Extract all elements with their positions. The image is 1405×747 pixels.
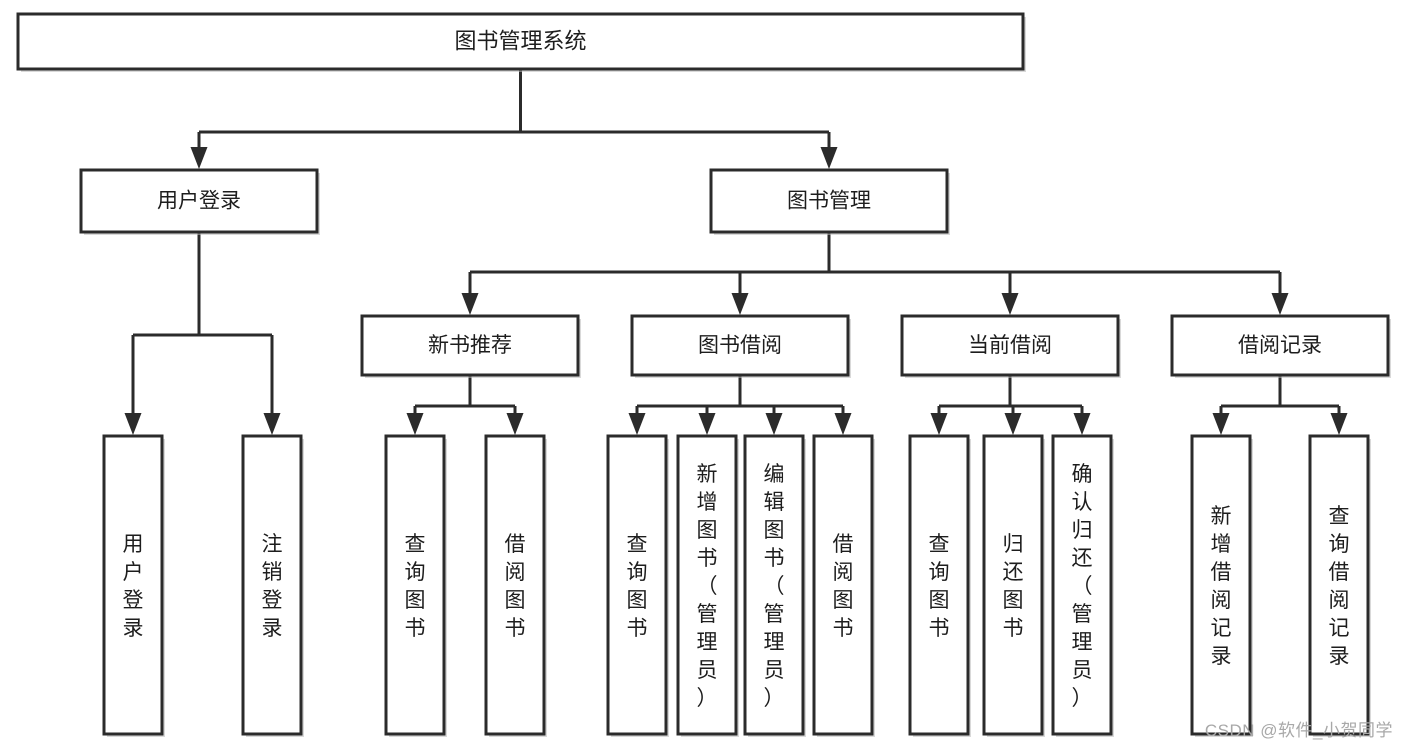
edge-group-borrow-record xyxy=(1212,375,1348,435)
node-label: 用户登录 xyxy=(123,533,144,640)
node-leaf-confirm-return[interactable]: 确认归还（管理员） xyxy=(1051,434,1114,737)
node-leaf-query-book-3[interactable]: 查询图书 xyxy=(908,434,971,737)
node-rect[interactable] xyxy=(384,434,446,736)
node-leaf-edit-book[interactable]: 编辑图书（管理员） xyxy=(743,434,806,737)
node-rect[interactable] xyxy=(16,12,1025,71)
node-label: 图书管理 xyxy=(787,190,871,213)
node-rect[interactable] xyxy=(606,434,668,736)
node-rect[interactable] xyxy=(241,434,303,736)
node-leaf-add-record[interactable]: 新增借阅记录 xyxy=(1190,434,1253,737)
node-rect[interactable] xyxy=(743,434,805,736)
node-book-manage[interactable]: 图书管理 xyxy=(709,168,950,235)
node-rect[interactable] xyxy=(484,434,546,736)
node-leaf-query-book-2[interactable]: 查询图书 xyxy=(606,434,669,737)
edge-group-root xyxy=(190,69,838,169)
node-rect[interactable] xyxy=(630,314,850,377)
node-leaf-add-book[interactable]: 新增图书（管理员） xyxy=(676,434,739,737)
node-user-login[interactable]: 用户登录 xyxy=(79,168,320,235)
node-label: 新书推荐 xyxy=(428,334,512,357)
edge-group-new-book-rec xyxy=(406,375,524,435)
node-current-borrow[interactable]: 当前借阅 xyxy=(900,314,1121,378)
node-rect[interactable] xyxy=(812,434,874,736)
nodes-layer: 图书管理系统用户登录图书管理新书推荐图书借阅当前借阅借阅记录用户登录注销登录查询… xyxy=(16,12,1391,737)
node-new-book-rec[interactable]: 新书推荐 xyxy=(360,314,581,378)
node-leaf-user-login[interactable]: 用户登录 xyxy=(102,434,165,737)
node-label: 查询借阅记录 xyxy=(1329,505,1350,668)
node-rect[interactable] xyxy=(1190,434,1252,736)
node-label: 借阅记录 xyxy=(1238,334,1322,357)
edge-group-book-manage xyxy=(461,232,1289,315)
node-rect[interactable] xyxy=(900,314,1120,377)
node-label: 归还图书 xyxy=(1003,533,1024,640)
node-label: 借阅图书 xyxy=(505,533,526,640)
node-label: 查询图书 xyxy=(405,533,426,640)
node-book-borrow[interactable]: 图书借阅 xyxy=(630,314,851,378)
node-rect[interactable] xyxy=(1308,434,1370,736)
node-rect[interactable] xyxy=(676,434,738,736)
edge-group-current-borrow xyxy=(930,375,1091,435)
node-label: 查询图书 xyxy=(929,533,950,640)
edge-group-user-login xyxy=(124,232,281,435)
node-label: 新增借阅记录 xyxy=(1211,505,1232,668)
node-label: 图书管理系统 xyxy=(454,28,586,53)
node-label: 借阅图书 xyxy=(833,533,854,640)
node-rect[interactable] xyxy=(102,434,164,736)
node-label: 新增图书（管理员） xyxy=(697,463,718,710)
node-rect[interactable] xyxy=(360,314,580,377)
node-rect[interactable] xyxy=(982,434,1044,736)
node-label: 编辑图书（管理员） xyxy=(764,463,785,710)
node-rect[interactable] xyxy=(1170,314,1390,377)
node-leaf-return-book[interactable]: 归还图书 xyxy=(982,434,1045,737)
node-label: 确认归还（管理员） xyxy=(1072,463,1093,710)
node-label: 查询图书 xyxy=(627,533,648,640)
node-rect[interactable] xyxy=(908,434,970,736)
node-rect[interactable] xyxy=(79,168,319,234)
node-leaf-user-logout[interactable]: 注销登录 xyxy=(241,434,304,737)
node-leaf-query-record[interactable]: 查询借阅记录 xyxy=(1308,434,1371,737)
node-rect[interactable] xyxy=(1051,434,1113,736)
node-label: 注销登录 xyxy=(262,533,283,640)
node-label: 图书借阅 xyxy=(698,334,782,357)
node-label: 用户登录 xyxy=(157,190,241,213)
edges-layer xyxy=(124,69,1348,435)
node-borrow-record[interactable]: 借阅记录 xyxy=(1170,314,1391,378)
node-leaf-borrow-book-1[interactable]: 借阅图书 xyxy=(484,434,547,737)
node-leaf-borrow-book-2[interactable]: 借阅图书 xyxy=(812,434,875,737)
node-label: 当前借阅 xyxy=(968,334,1052,357)
node-root[interactable]: 图书管理系统 xyxy=(16,12,1026,72)
node-leaf-query-book-1[interactable]: 查询图书 xyxy=(384,434,447,737)
node-rect[interactable] xyxy=(709,168,949,234)
edge-group-book-borrow xyxy=(628,375,852,435)
